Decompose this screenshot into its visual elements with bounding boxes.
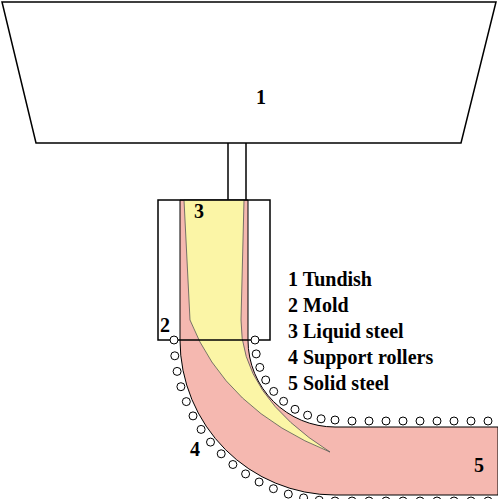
support-roller (251, 336, 259, 344)
support-roller (242, 470, 250, 478)
support-roller (331, 497, 339, 499)
support-roller (255, 478, 263, 486)
support-roller (170, 336, 178, 344)
support-roller (450, 417, 458, 425)
callout-number: 2 (160, 314, 170, 336)
support-roller (280, 397, 288, 405)
nozzle-wall (245, 143, 247, 200)
steel-strand (180, 200, 498, 495)
support-roller (348, 497, 356, 499)
legend-entry: 1 Tundish (288, 268, 372, 290)
support-roller (173, 367, 181, 375)
support-roller (484, 497, 492, 499)
support-roller (484, 417, 492, 425)
support-roller (262, 376, 270, 384)
support-roller (416, 497, 424, 499)
nozzle-wall (227, 143, 229, 200)
callout-number: 1 (256, 86, 266, 108)
support-roller (269, 485, 277, 493)
callout-number: 4 (190, 438, 200, 460)
support-roller (382, 417, 390, 425)
support-roller (433, 497, 441, 499)
support-roller (365, 497, 373, 499)
support-roller (317, 415, 325, 423)
support-roller (291, 405, 299, 413)
support-rollers (170, 336, 492, 499)
callout-number: 5 (474, 454, 484, 476)
support-roller (197, 425, 205, 433)
callout-number: 3 (194, 200, 204, 222)
legend-entry: 5 Solid steel (288, 372, 389, 394)
support-roller (399, 417, 407, 425)
support-roller (304, 411, 312, 419)
support-roller (207, 438, 215, 446)
support-roller (450, 497, 458, 499)
support-roller (189, 412, 197, 420)
support-roller (284, 490, 292, 498)
support-roller (217, 450, 225, 458)
support-roller (467, 497, 475, 499)
support-roller (365, 417, 373, 425)
support-roller (177, 383, 185, 391)
support-roller (416, 417, 424, 425)
support-roller (300, 494, 308, 499)
support-roller (315, 496, 323, 499)
legend-entry: 2 Mold (288, 294, 349, 316)
tundish (2, 2, 496, 143)
support-roller (348, 417, 356, 425)
support-roller (382, 497, 390, 499)
support-roller (270, 387, 278, 395)
support-roller (182, 398, 190, 406)
support-roller (399, 497, 407, 499)
support-roller (467, 417, 475, 425)
legend-entry: 3 Liquid steel (288, 320, 404, 342)
support-roller (256, 363, 264, 371)
support-roller (331, 416, 339, 424)
support-roller (433, 417, 441, 425)
legend-entry: 4 Support rollers (288, 346, 433, 368)
mold (158, 200, 270, 340)
support-roller (229, 461, 237, 469)
support-roller (252, 350, 260, 358)
support-roller (171, 352, 179, 360)
